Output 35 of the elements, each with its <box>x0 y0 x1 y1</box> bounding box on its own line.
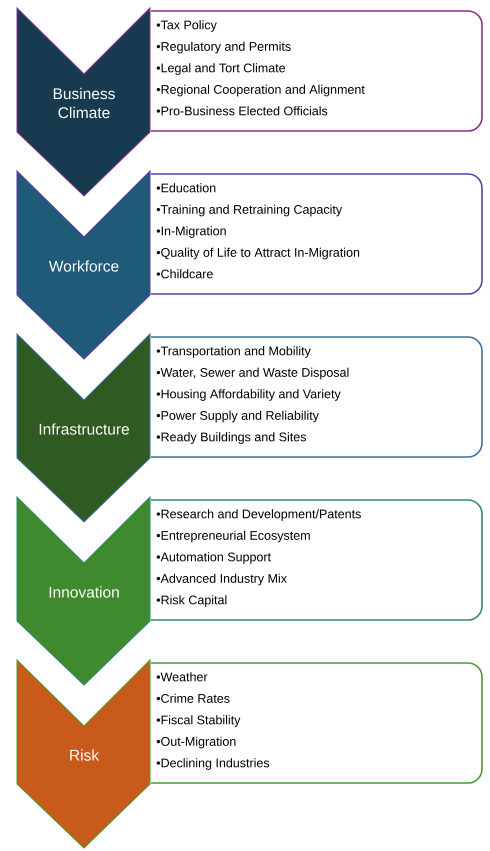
list-item: •Regulatory and Permits <box>156 42 291 54</box>
list-box <box>151 173 483 295</box>
list-item: •Out-Migration <box>156 736 236 748</box>
list-item: •Advanced Industry Mix <box>156 574 287 586</box>
list-item: •Automation Support <box>156 552 271 564</box>
chevron-banner: Risk <box>16 658 150 849</box>
list-item: •Training and Retraining Capacity <box>156 204 342 216</box>
list-item: •Weather <box>156 672 208 682</box>
chevron-banner: Innovation <box>16 496 150 686</box>
list-item: •Pro-Business Elected Officials <box>156 106 328 116</box>
list-item: •Housing Affordability and Variety <box>156 389 341 401</box>
list-item: •Ready Buildings and Sites <box>156 432 306 444</box>
list-item: •Research and Development/Patents <box>156 509 361 521</box>
list-box <box>151 10 483 132</box>
list-item: •Fiscal Stability <box>156 715 240 727</box>
list-box <box>151 662 483 784</box>
chevron-banner: Infrastructure <box>16 332 150 523</box>
list-item: •Quality of Life to Attract In-Migration <box>156 248 360 260</box>
list-item: •Education <box>156 183 216 192</box>
chevron-banner: Business Climate <box>16 6 150 197</box>
chevron-banner: Workforce <box>16 170 150 360</box>
list-item: •Declining Industries <box>156 758 270 770</box>
list-item: •Regional Cooperation and Alignment <box>156 84 365 96</box>
list-item: •Transportation and Mobility <box>156 346 311 358</box>
list-item: •Legal and Tort Climate <box>156 63 286 75</box>
list-box <box>151 336 483 458</box>
list-item: •Childcare <box>156 269 213 278</box>
list-item: •In-Migration <box>156 226 226 238</box>
list-item: •Water, Sewer and Waste Disposal <box>156 368 348 380</box>
list-box <box>151 499 483 621</box>
list-item: •Power Supply and Reliability <box>156 410 319 422</box>
list-item: •Risk Capital <box>156 595 226 607</box>
list-item: •Entrepreneurial Ecosystem <box>156 530 310 542</box>
list-item: •Tax Policy <box>156 20 217 32</box>
list-item: •Crime Rates <box>156 694 230 703</box>
